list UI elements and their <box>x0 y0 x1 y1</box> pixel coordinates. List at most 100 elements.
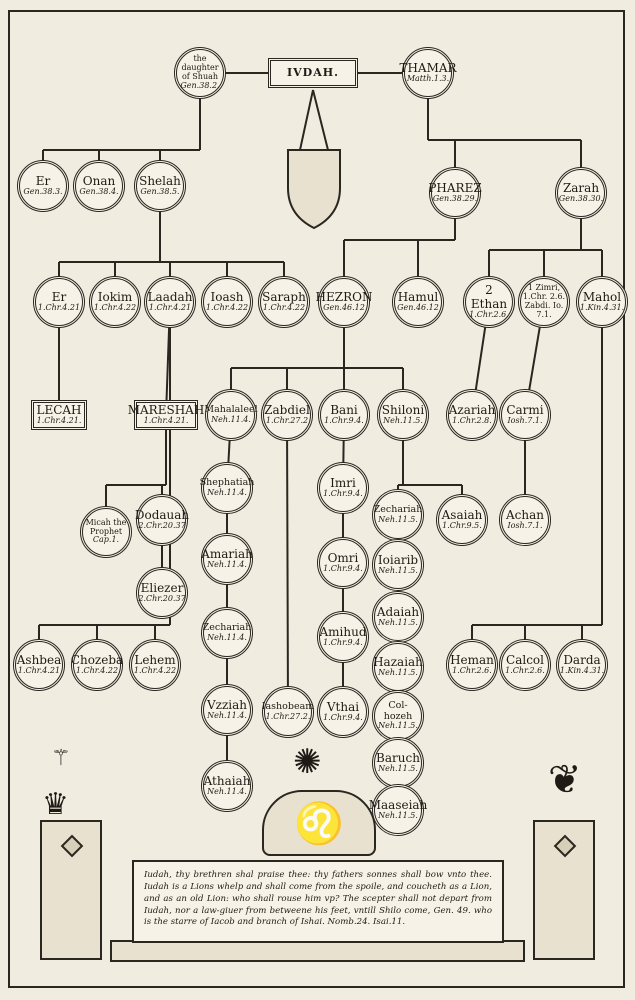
scripture-reference: 1.Chr.27.2. <box>265 711 311 721</box>
person-name: Iokim <box>97 290 133 304</box>
scripture-reference: 1.Chr.27.2 <box>265 416 309 426</box>
lion-icon: ♌ <box>262 790 376 856</box>
person-name: Mahol <box>582 290 622 304</box>
scripture-reference: Neh.11.5. <box>378 618 418 628</box>
person-name: Carmi <box>506 403 544 417</box>
scripture-reference: 1.Chr.4.21 <box>37 303 81 313</box>
person-name: Zabdiel <box>264 403 310 417</box>
person-name: Maaseiah <box>368 798 428 812</box>
person-ivdah-root: IVDAH. <box>268 58 358 88</box>
scripture-reference: 1.Chr.4.22 <box>262 303 306 313</box>
person-name: Calcol <box>506 653 544 667</box>
scripture-reference: 1.Chr.4.21 <box>17 666 61 676</box>
person-name: Mahalaleel <box>204 404 258 416</box>
person-name: Imri <box>330 476 356 490</box>
scripture-reference: Gen.38.2. <box>180 80 220 90</box>
scripture-reference: Neh.11.4. <box>207 711 247 721</box>
person-name: Azariah <box>448 403 496 417</box>
scripture-reference: Neh.11.4. <box>207 560 247 570</box>
scripture-reference: 2.Chr.20.37 <box>138 594 186 604</box>
person-name: Lehem <box>134 653 176 667</box>
person-name: Zechariah <box>373 504 423 516</box>
person-name: Amariah <box>201 547 253 561</box>
branch-icon: ❦ <box>548 757 582 803</box>
person-1-zimri-1-chr-2-6-zabdi-io-7-1-zarah_sons-1: 1 Zimri, 1.Chr. 2.6. Zabdi. Io. 7.1. <box>518 276 570 328</box>
scripture-reference: Gen.46.12 <box>397 303 439 313</box>
person-name: IVDAH. <box>287 65 339 79</box>
person-name: Athaiah <box>203 774 251 788</box>
person-name: the daughter of Shuah <box>181 54 219 81</box>
scripture-reference: Gen.46.12 <box>323 303 365 313</box>
person-name: Bani <box>330 403 358 417</box>
person-name: Col-hozeh <box>383 700 413 722</box>
scripture-reference: 1.Chr.4.21. <box>36 416 82 426</box>
scepter-icon: ⚚ <box>51 746 71 771</box>
scripture-reference: Neh.11.5. <box>378 514 418 524</box>
scripture-reference: Cap.1. <box>92 535 120 545</box>
person-name: Zechariah <box>202 622 252 634</box>
scripture-reference: 2.Chr.20.37 <box>138 521 186 531</box>
scripture-reference: 1.Chr.2.6. <box>452 666 492 676</box>
scripture-reference: Neh.11.5. <box>378 811 418 821</box>
scripture-reference: 1.Chr.2.8. <box>452 416 492 426</box>
scripture-reference: Neh.11.5. <box>378 566 418 576</box>
star-of-jacob-icon: ✺ <box>293 742 322 782</box>
scripture-reference: 1.Chr.4.22 <box>93 303 137 313</box>
person-name: Laadah <box>147 290 193 304</box>
person-name: Er <box>35 174 51 188</box>
person-name: Ashbea <box>16 653 62 667</box>
scripture-reference: Iosh.7.1. <box>507 416 543 426</box>
person-name: Shelah <box>139 174 181 188</box>
scripture-reference: 1.Chr.4.21 <box>148 303 192 313</box>
shield-cord <box>299 89 314 151</box>
person-name: Zarah <box>562 181 600 195</box>
verse-cartouche: Iudah, thy brethren shal praise thee: th… <box>132 860 504 943</box>
scripture-reference: 1.Chr.4.22 <box>205 303 249 313</box>
person-name: Ioiarib <box>377 553 419 567</box>
person-name: Ioash <box>210 290 244 304</box>
person-name: Darda <box>563 653 601 667</box>
shield-cord <box>312 89 329 151</box>
scripture-reference: 1.Chr.4.22 <box>75 666 119 676</box>
person-name: Micah the Prophet <box>85 517 127 536</box>
person-name: Saraph <box>262 290 306 304</box>
scripture-reference: 1.Chr.9.4. <box>323 713 363 723</box>
scripture-reference: Gen.38.5. <box>140 187 180 197</box>
person-name: Onan <box>82 174 116 188</box>
person-name: HEZRON <box>315 290 373 304</box>
scripture-reference: Neh.11.5. <box>378 721 418 731</box>
scripture-reference: Gen.38.29. <box>432 194 478 204</box>
scripture-reference: 1.Chr.4.22 <box>133 666 177 676</box>
person-name: THAMAR <box>399 61 457 75</box>
person-name: Amihud <box>319 625 367 639</box>
scripture-reference: 1.Chr.9.4. <box>324 416 364 426</box>
scripture-reference: 1.Chr.9.4. <box>323 638 363 648</box>
scripture-reference: Neh.11.5. <box>378 668 418 678</box>
